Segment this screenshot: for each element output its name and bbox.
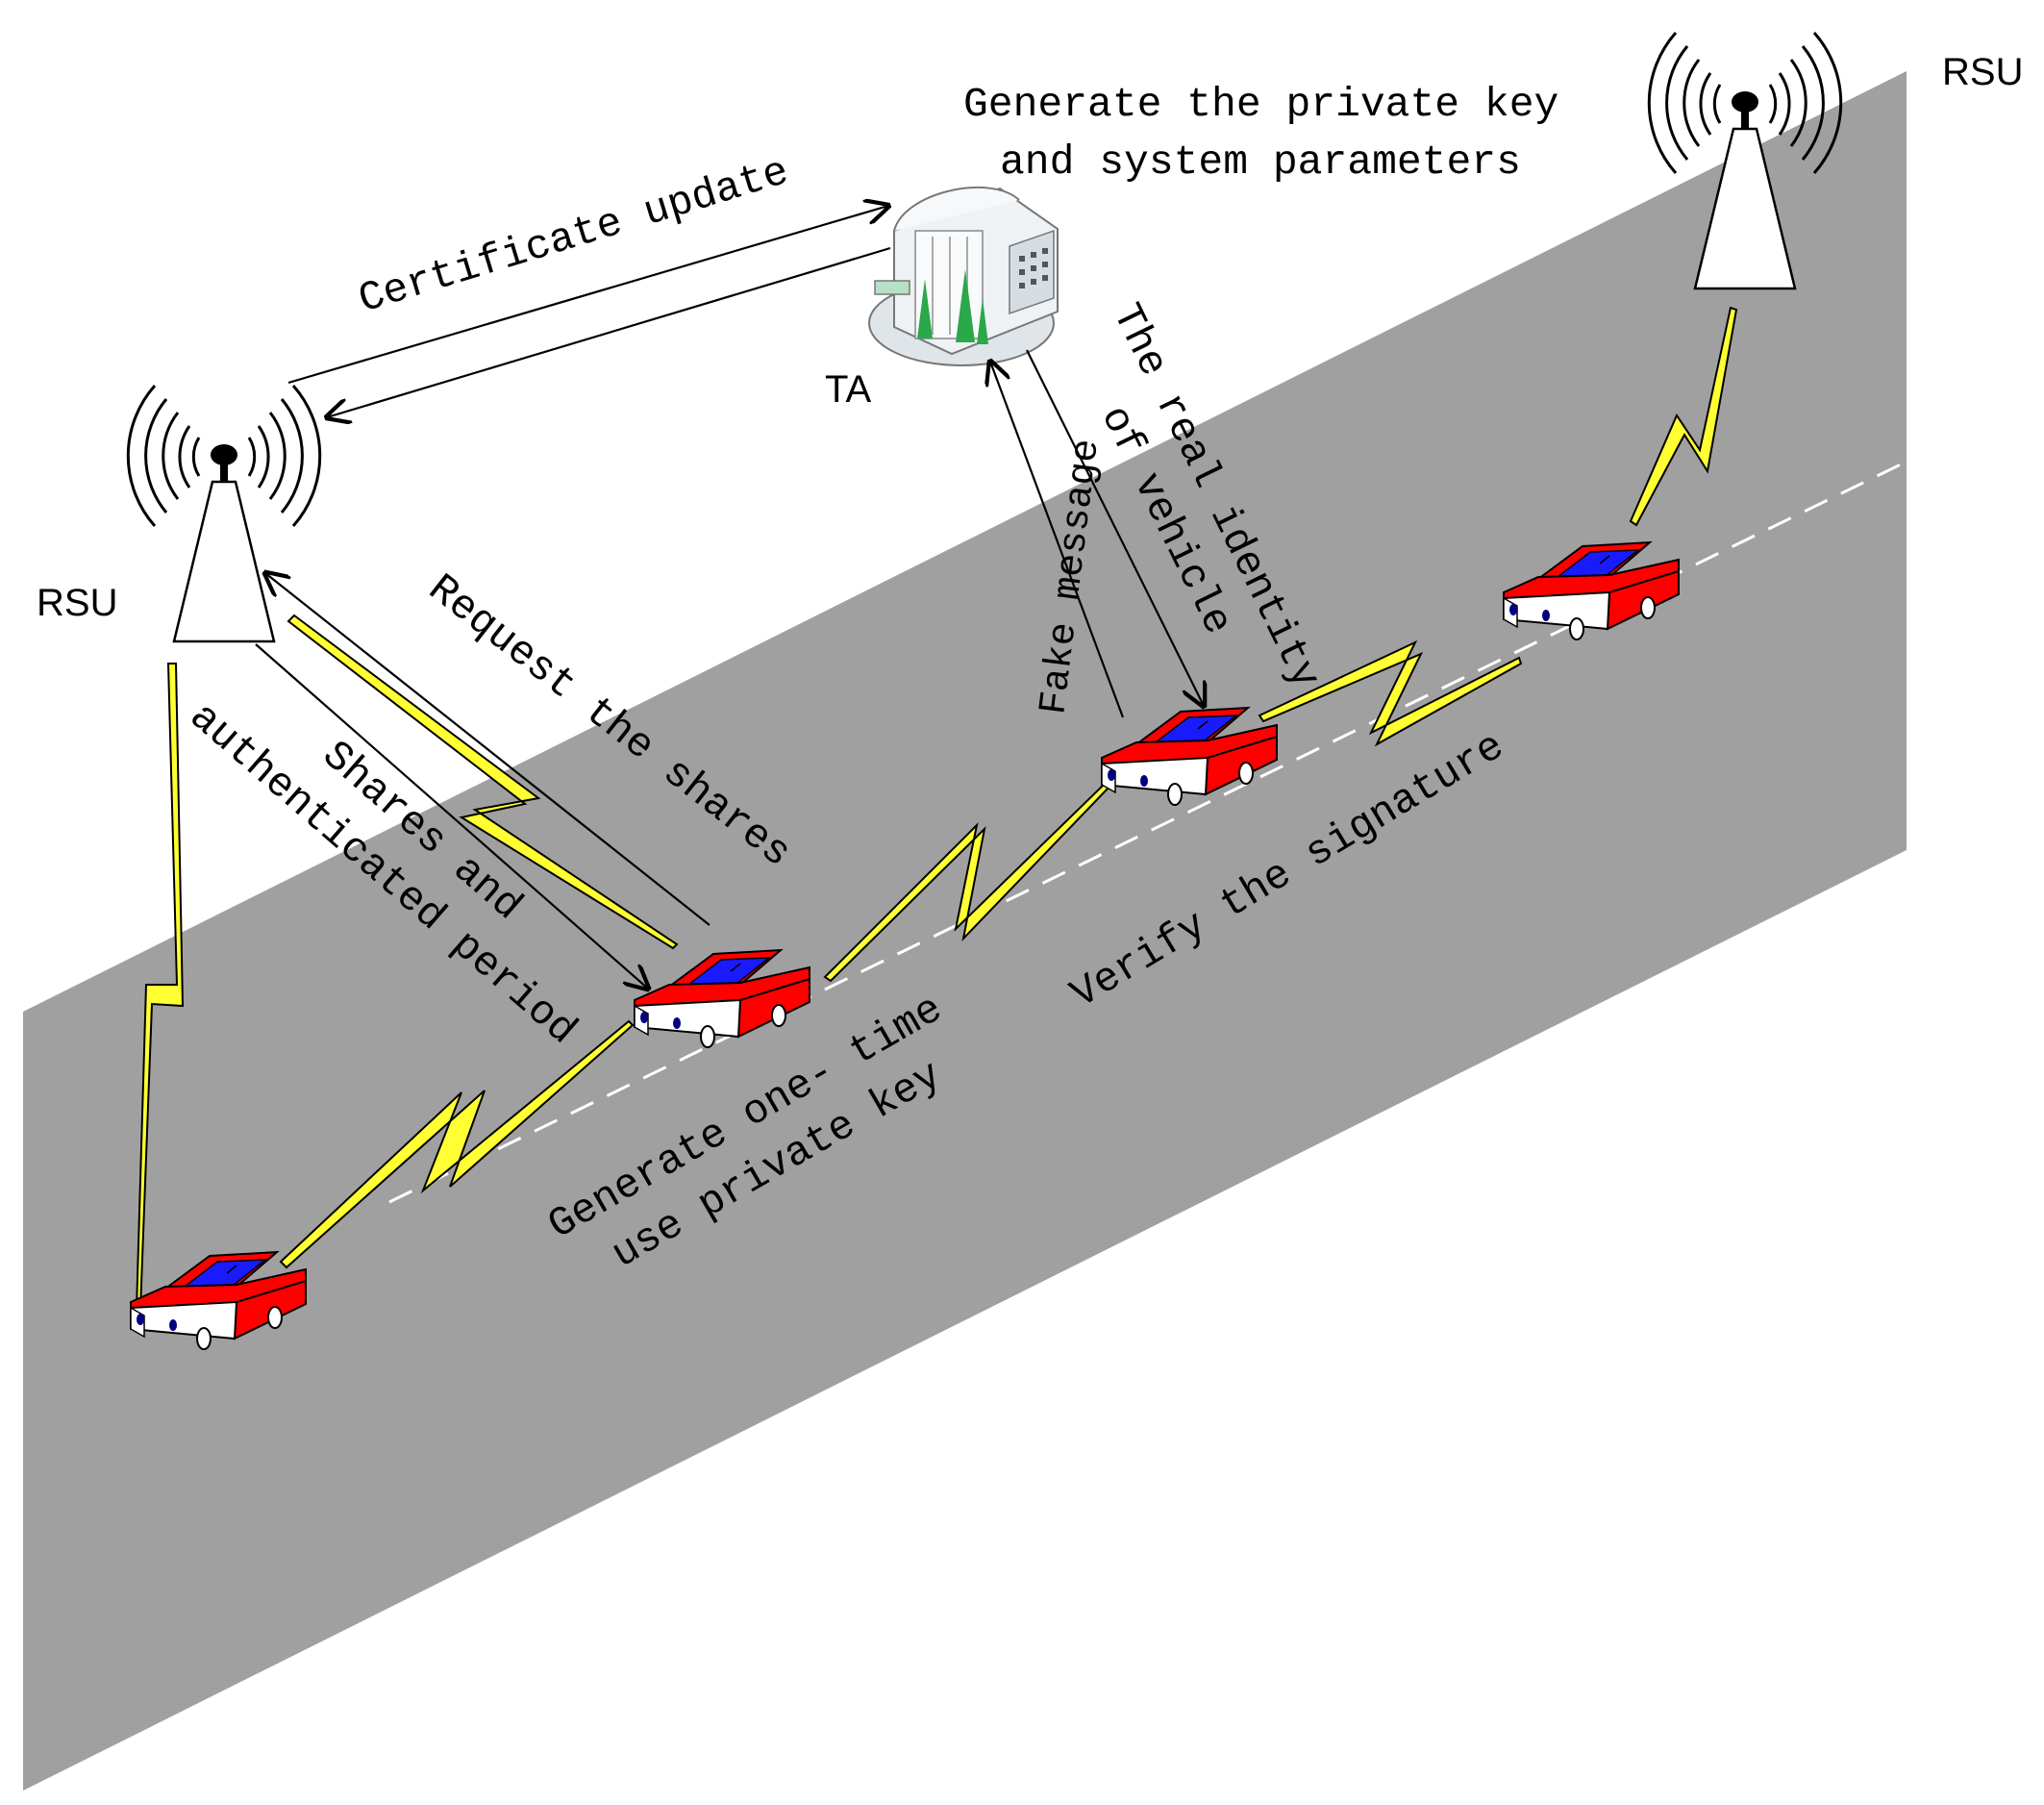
lightning-icon <box>287 614 679 950</box>
real-identity-arrow <box>1026 349 1204 706</box>
lightning-icon <box>1629 306 1738 527</box>
rsu-left-label: RSU <box>37 582 117 624</box>
ta-generate-label-line2: and system parameters <box>1000 138 1521 186</box>
certificate-update-arrow-to-ta <box>287 206 888 385</box>
rsu-left-tower-icon <box>126 384 322 643</box>
certificate-update-arrow-to-rsu <box>327 246 891 417</box>
rsu-right-label: RSU <box>1942 51 2023 93</box>
ta-label: TA <box>825 368 871 411</box>
ta-building-icon <box>868 187 1059 366</box>
lightning-icon <box>1258 639 1523 747</box>
shares-arrow <box>255 643 648 989</box>
request-shares-arrow <box>265 573 710 926</box>
ta-generate-label-line1: Generate the private key <box>963 81 1558 128</box>
lightning-icon <box>279 1019 635 1269</box>
fake-message-arrow <box>990 362 1125 718</box>
message-arrows <box>255 206 1204 989</box>
